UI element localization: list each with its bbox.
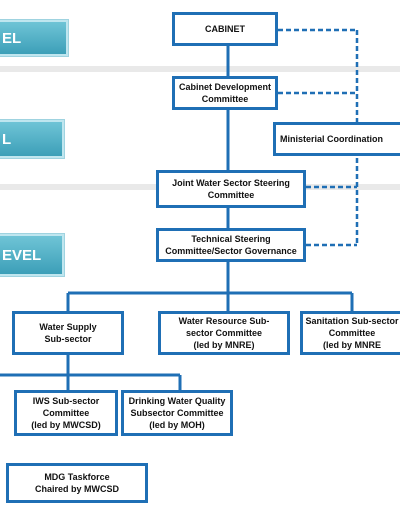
level-label-1: EL bbox=[0, 20, 68, 56]
node-joint-water-sector-steering-committee: Joint Water Sector Steering Committee bbox=[156, 170, 306, 208]
node-iws-sub-sector-committee: IWS Sub-sector Committee (led by MWCSD) bbox=[14, 390, 118, 436]
node-cabinet: CABINET bbox=[172, 12, 278, 46]
level-label-3: EVEL bbox=[0, 234, 64, 276]
node-cabinet-development-committee: Cabinet Development Committee bbox=[172, 76, 278, 110]
level-band-1 bbox=[0, 66, 400, 72]
node-water-resource-sub-sector-committee: Water Resource Sub- sector Committee (le… bbox=[158, 311, 290, 355]
node-ministerial-coordination: Ministerial Coordination bbox=[273, 122, 400, 156]
node-technical-steering-committee: Technical Steering Committee/Sector Gove… bbox=[156, 228, 306, 262]
node-sanitation-sub-sector-committee: Sanitation Sub-sector Committee (led by … bbox=[300, 311, 400, 355]
node-drinking-water-quality-subsector-committee: Drinking Water Quality Subsector Committ… bbox=[121, 390, 233, 436]
level-label-2: L bbox=[0, 120, 64, 158]
node-mdg-taskforce: MDG Taskforce Chaired by MWCSD bbox=[6, 463, 148, 503]
node-water-supply-sub-sector: Water Supply Sub-sector bbox=[12, 311, 124, 355]
